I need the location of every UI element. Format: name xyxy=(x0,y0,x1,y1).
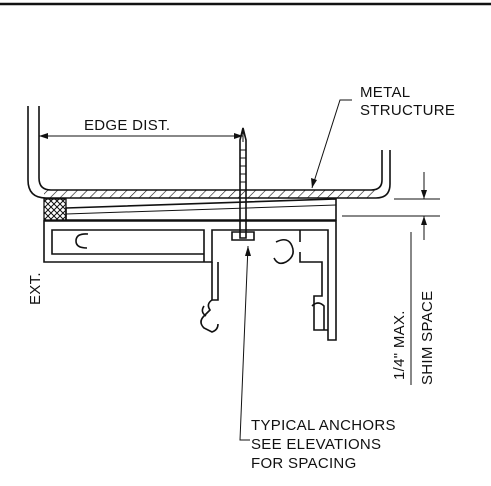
shim-space-label: SHIM SPACE xyxy=(419,291,436,385)
edge-dist-label: EDGE DIST. xyxy=(84,117,170,134)
metal-structure xyxy=(27,106,391,199)
anchors-label-2: SEE ELEVATIONS xyxy=(251,436,381,453)
metal-structure-label-2: STRUCTURE xyxy=(360,102,455,119)
anchors-label-1: TYPICAL ANCHORS xyxy=(251,417,396,434)
shim-space-dimension xyxy=(342,172,440,385)
metal-structure-label-1: METAL xyxy=(360,84,410,101)
metal-structure-leader xyxy=(311,99,352,189)
frame-extrusion xyxy=(43,220,337,341)
shim-max-label: 1/4" MAX. xyxy=(391,310,408,380)
exterior-label: EXT. xyxy=(27,272,44,305)
edge-distance-dimension xyxy=(39,128,244,142)
anchors-leader xyxy=(239,245,250,441)
anchors-label-3: FOR SPACING xyxy=(251,455,357,472)
backer-block xyxy=(43,198,67,221)
